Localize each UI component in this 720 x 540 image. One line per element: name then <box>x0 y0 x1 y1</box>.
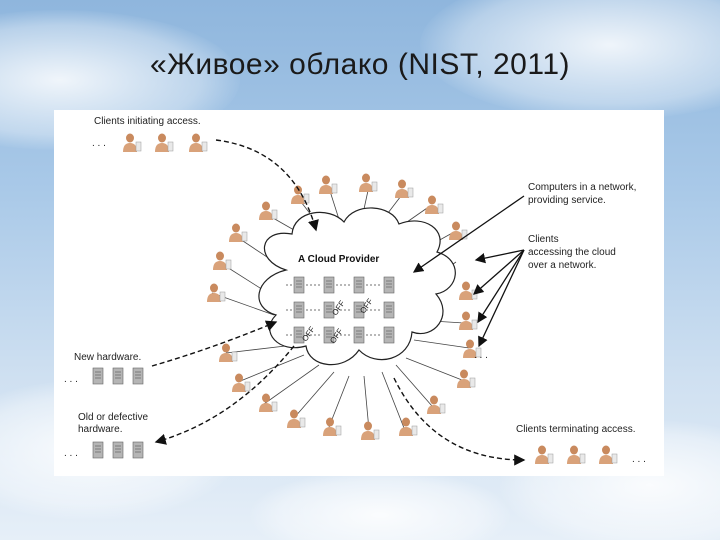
ellipsis-right: . . . <box>474 350 488 361</box>
clients-initiating-group <box>122 133 208 153</box>
old-hardware-group <box>92 441 144 459</box>
label-old-hardware-2: hardware. <box>78 424 122 435</box>
label-computers-network-1: Computers in a network, <box>528 182 636 193</box>
cloud-provider-label: A Cloud Provider <box>298 254 379 265</box>
slide-title: «Живое» облако (NIST, 2011) <box>150 48 570 81</box>
arrow-clients-initiating <box>215 139 319 232</box>
arrows-clients-accessing <box>473 249 525 348</box>
label-clients-terminating: Clients terminating access. <box>516 424 636 435</box>
label-clients-initiating: Clients initiating access. <box>94 116 201 127</box>
arrow-clients-terminating <box>393 377 526 466</box>
ellipsis-bottom-right: . . . <box>632 454 646 465</box>
arrow-old-hardware <box>154 345 295 445</box>
arrow-new-hardware <box>151 320 278 367</box>
new-hardware-group <box>92 367 144 385</box>
clients-terminating-group <box>534 445 618 465</box>
label-clients-accessing-3: over a network. <box>528 260 596 271</box>
cloud-diagram-figure: A Cloud Provider OFF OFF OFF OFF <box>54 110 664 476</box>
ellipsis-top-left: . . . <box>92 138 106 149</box>
server-connections <box>286 284 382 336</box>
label-new-hardware: New hardware. <box>74 352 141 363</box>
label-clients-accessing-2: accessing the cloud <box>528 247 616 258</box>
label-clients-accessing-1: Clients <box>528 234 559 245</box>
ellipsis-old-hardware: . . . <box>64 448 78 459</box>
cloud-diagram: A Cloud Provider OFF OFF OFF OFF <box>64 116 646 466</box>
arrow-computers-network <box>412 195 525 273</box>
label-computers-network-2: providing service. <box>528 195 606 206</box>
label-old-hardware-1: Old or defective <box>78 412 148 423</box>
ellipsis-new-hardware: . . . <box>64 374 78 385</box>
